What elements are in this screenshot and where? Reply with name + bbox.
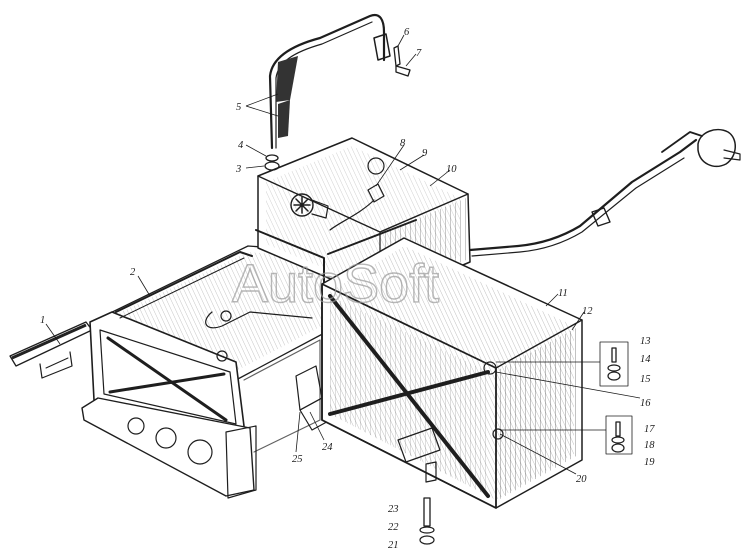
fuel-tank-left (81, 245, 335, 499)
callout-21: 21 (388, 540, 399, 551)
watermark: AutoSoft (232, 254, 439, 314)
fastener-set-21-23 (419, 497, 435, 545)
callout-10: 10 (446, 164, 457, 175)
callout-15: 15 (640, 374, 651, 385)
callout-12: 12 (582, 306, 593, 317)
callout-19: 19 (644, 457, 655, 468)
fuel-line-and-pump (468, 128, 741, 257)
callout-2: 2 (130, 267, 136, 278)
mounting-strap (264, 13, 411, 171)
callout-22: 22 (388, 522, 399, 533)
part-bracket-left (9, 321, 93, 379)
callout-17: 17 (644, 424, 655, 435)
callout-18: 18 (644, 440, 655, 451)
callout-20: 20 (576, 474, 587, 485)
callout-6: 6 (404, 27, 410, 38)
callout-9: 9 (422, 148, 428, 159)
callout-23: 23 (388, 504, 399, 515)
fastener-set-17-19 (605, 415, 633, 455)
fastener-set-13-15 (599, 341, 629, 387)
callout-3: 3 (235, 164, 241, 175)
callout-8: 8 (400, 138, 406, 149)
callout-1: 1 (40, 315, 45, 326)
callout-24: 24 (322, 442, 333, 453)
fuel-tank-front (321, 237, 583, 509)
callout-7: 7 (416, 48, 422, 59)
callout-13: 13 (640, 336, 651, 347)
callout-16: 16 (640, 398, 651, 409)
callout-5: 5 (236, 102, 241, 113)
callout-14: 14 (640, 354, 651, 365)
callout-11: 11 (558, 288, 568, 299)
callout-labels: 1 2 3 4 5 6 7 8 9 10 11 12 13 14 15 16 1… (40, 27, 655, 551)
callout-4: 4 (238, 140, 244, 151)
callout-25: 25 (292, 454, 303, 465)
leader-lines (45, 34, 641, 475)
